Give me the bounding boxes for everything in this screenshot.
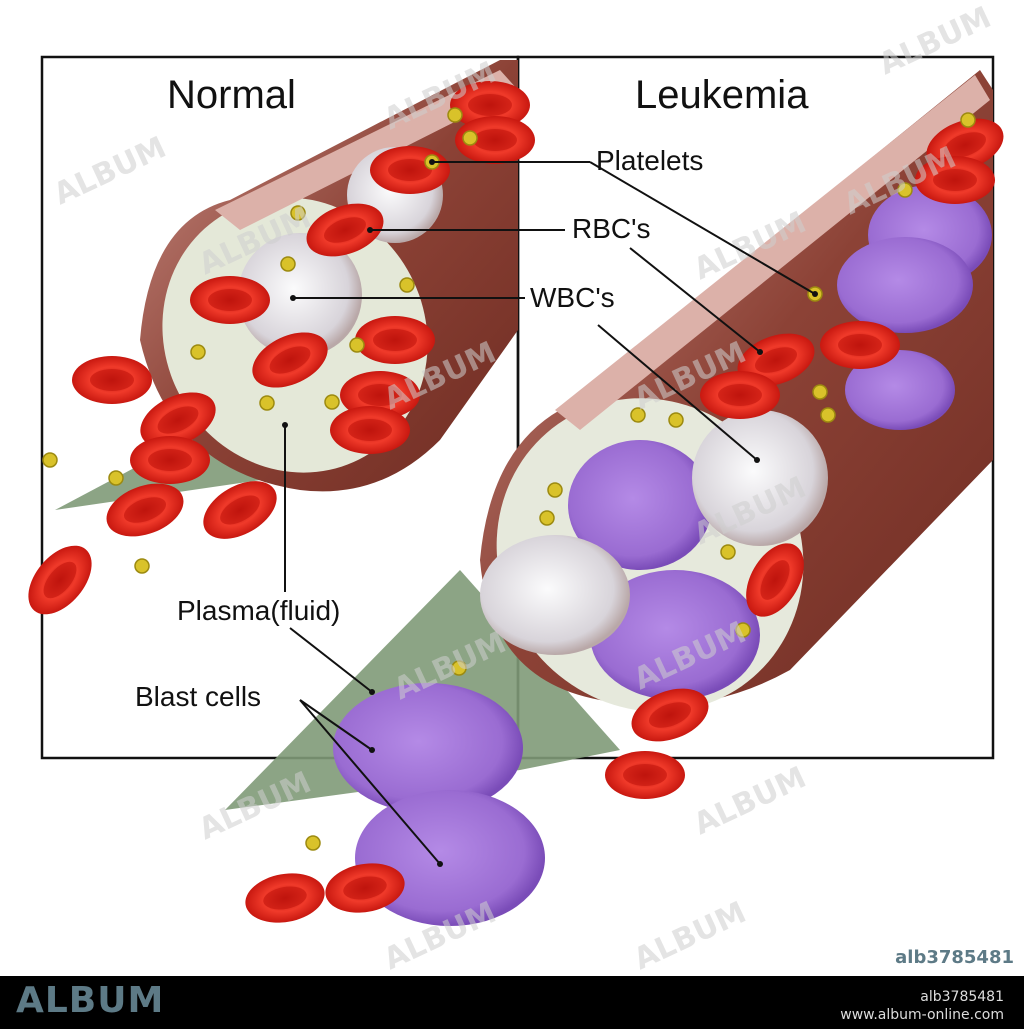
leader-dots [282,159,818,867]
footer-bar: ALBUM alb3785481 www.album-online.com [0,976,1024,1029]
watermark: ALBUM [194,765,317,847]
rbcs-label: RBC's [572,213,650,244]
leukemia-blast-cells [333,185,992,926]
wbcs-label: WBC's [530,282,615,313]
watermark: ALBUM [874,0,997,82]
normal-title: Normal [167,73,296,117]
normal-wbc [238,233,362,357]
footer-url[interactable]: www.album-online.com [840,1007,1004,1023]
watermark: ALBUM [689,760,812,842]
leukemia-illustration: ALBUM ALBUM ALBUM ALBUM ALBUM ALBUM ALBU… [15,0,1011,976]
leukemia-wbcs [480,410,828,655]
platelets-label: Platelets [596,145,703,176]
leader-lines [284,161,816,865]
watermark: ALBUM [49,130,172,212]
blast-cells-label: Blast cells [135,681,261,712]
album-logo: ALBUM [16,980,165,1021]
plasma-label: Plasma(fluid) [177,595,340,626]
watermark: ALBUM [629,895,752,976]
leukemia-title: Leukemia [635,73,809,117]
footer-info: alb3785481 www.album-online.com [840,988,1004,1024]
corner-image-id: alb3785481 [895,947,1014,968]
footer-image-id: alb3785481 [920,989,1004,1005]
